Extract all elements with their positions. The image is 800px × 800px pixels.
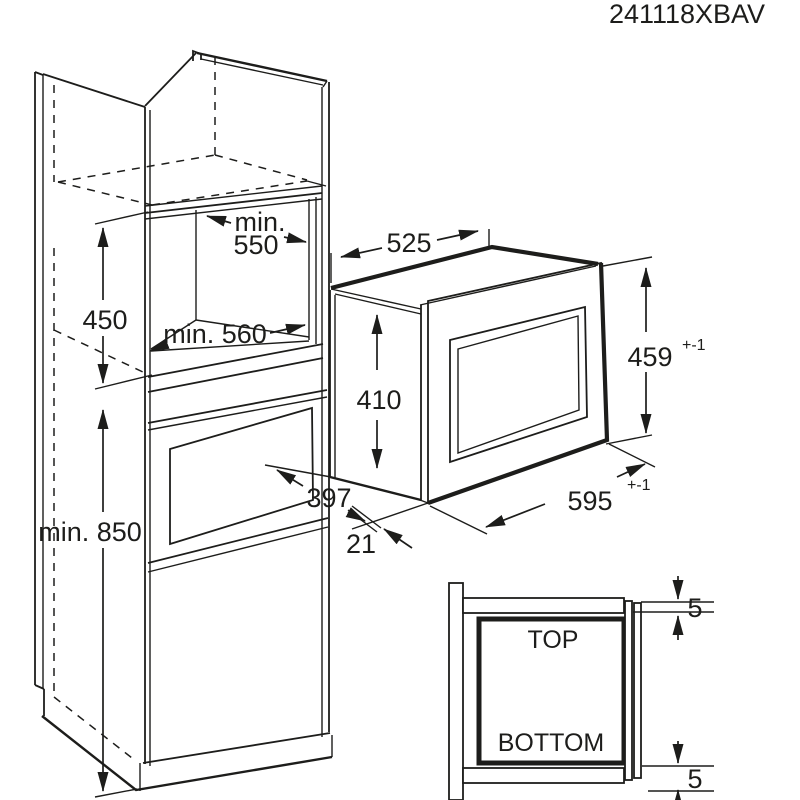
detail-gap-top: 5 [687,593,702,623]
microwave-outline [264,229,656,535]
detail-bottom-label: BOTTOM [498,729,604,757]
detail-door-outer-strip [633,602,642,779]
dim-cutout-height: 459 [627,342,672,372]
detail-wall [448,582,464,800]
dim-cutout-height-tolerance: +-1 [682,337,706,354]
dim-appliance-height: 410 [356,385,401,415]
dim-niche-depth: min. 560 [163,319,267,349]
dim-niche-height: 450 [82,305,127,335]
dim-appliance-width-tolerance: +-1 [627,477,651,494]
detail-top-label: TOP [528,626,579,654]
dim-body-depth: 397 [306,483,351,513]
dimension-lines [94,211,684,800]
detail-appliance-body [476,616,627,766]
dim-niche-width-prefix: min. [234,207,285,237]
detail-gap-bottom: 5 [687,764,702,794]
dim-appliance-width: 595 [567,486,612,516]
dim-worktop-height: min. 850 [38,517,142,547]
detail-view [448,582,714,800]
detail-top-shelf [462,597,625,614]
dim-niche-width-value: 550 [233,230,278,260]
cabinet-outline [34,49,333,792]
dim-door-protrusion: 21 [346,529,376,559]
model-number: 241118XBAV [609,0,765,29]
detail-door-inner-strip [624,600,633,781]
dim-appliance-depth: 525 [386,228,431,258]
detail-bottom-shelf [462,767,625,784]
